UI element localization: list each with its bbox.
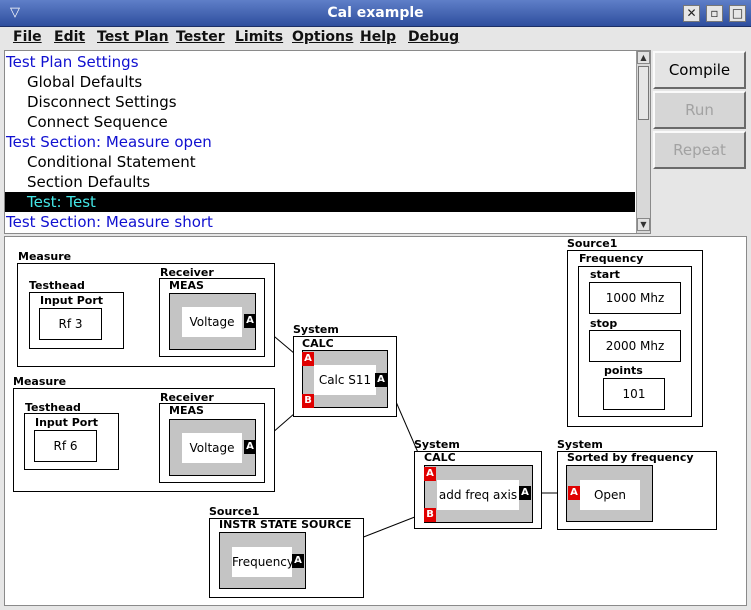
scroll-thumb[interactable] [638, 66, 649, 120]
input-port-value[interactable]: Rf 3 [39, 308, 102, 340]
voltage-label: Voltage [182, 307, 242, 337]
system-title: System [293, 323, 339, 336]
input-port-b[interactable]: B [424, 508, 436, 522]
menu-test-plan[interactable]: Test Plan [97, 29, 169, 45]
menu-options[interactable]: Options [292, 29, 354, 45]
tree-item[interactable]: Disconnect Settings [27, 93, 177, 111]
tree-item[interactable]: Global Defaults [27, 73, 143, 91]
run-button[interactable]: Run [653, 91, 746, 129]
window-title: Cal example [327, 5, 424, 21]
menu-debug[interactable]: Debug [408, 29, 460, 45]
tree-item[interactable]: Test Section: Measure short [6, 213, 213, 231]
frequency-source-label: Frequency [232, 547, 294, 577]
voltage-label: Voltage [182, 433, 242, 463]
menu-file[interactable]: File [13, 29, 42, 45]
close-icon[interactable]: ✕ [683, 5, 700, 22]
start-value[interactable]: 1000 Mhz [589, 282, 681, 314]
tree-item-selected[interactable]: Test: Test [5, 192, 635, 212]
open-label: Open [580, 480, 640, 510]
system-title: System [557, 438, 603, 451]
title-bar[interactable] [0, 0, 751, 27]
calc-label: CALC [302, 337, 334, 350]
source-title: Source1 [567, 237, 618, 250]
output-port[interactable]: A [244, 440, 256, 454]
start-label: start [590, 268, 620, 281]
stop-label: stop [590, 317, 618, 330]
stop-value[interactable]: 2000 Mhz [589, 330, 681, 362]
meas-label: MEAS [169, 279, 204, 292]
tree-item[interactable]: Test Plan Settings [6, 53, 139, 71]
points-label: points [604, 364, 643, 377]
tree-item[interactable]: Connect Sequence [27, 113, 168, 131]
input-port-a[interactable]: A [424, 467, 436, 481]
input-port-a[interactable]: A [302, 352, 314, 366]
tree-item[interactable]: Test Section: Measure open [6, 133, 212, 151]
testhead-label: Testhead [25, 401, 81, 414]
input-port-value[interactable]: Rf 6 [34, 430, 97, 462]
maximize-icon[interactable]: □ [729, 5, 746, 22]
sorted-label: Sorted by frequency [567, 451, 694, 464]
tree-scrollbar[interactable]: ▲ ▼ [636, 51, 650, 233]
source-title: Source1 [209, 505, 260, 518]
measure-title: Measure [13, 375, 67, 388]
input-port-a[interactable]: A [568, 486, 580, 500]
output-port[interactable]: A [519, 486, 531, 500]
menu-edit[interactable]: Edit [54, 29, 86, 45]
system-title: System [414, 438, 460, 451]
receiver-label: Receiver [160, 266, 214, 279]
tree-item[interactable]: Section Defaults [27, 173, 151, 191]
input-port-label: Input Port [35, 416, 99, 429]
menu-limits[interactable]: Limits [235, 29, 284, 45]
menu-tester[interactable]: Tester [176, 29, 225, 45]
frequency-label: Frequency [579, 252, 644, 265]
output-port[interactable]: A [244, 314, 256, 328]
points-value[interactable]: 101 [603, 378, 665, 410]
repeat-button[interactable]: Repeat [653, 131, 746, 169]
tree-item[interactable]: Conditional Statement [27, 153, 196, 171]
testhead-label: Testhead [29, 279, 85, 292]
window-menu-icon[interactable]: ▽ [10, 5, 20, 20]
compile-button[interactable]: Compile [653, 51, 746, 89]
output-port[interactable]: A [375, 373, 387, 387]
input-port-label: Input Port [40, 294, 104, 307]
meas-label: MEAS [169, 404, 204, 417]
scroll-down-icon[interactable]: ▼ [637, 218, 650, 231]
menu-help[interactable]: Help [360, 29, 397, 45]
calc-s11-label: Calc S11 [314, 365, 376, 395]
receiver-label: Receiver [160, 391, 214, 404]
scroll-up-icon[interactable]: ▲ [637, 51, 650, 64]
diagram-canvas[interactable]: Measure Testhead Input Port Rf 3 Receive… [4, 236, 747, 606]
minimize-icon[interactable]: ▫ [706, 5, 723, 22]
measure-title: Measure [18, 250, 72, 263]
calc-label: CALC [424, 451, 456, 464]
instr-state-label: INSTR STATE SOURCE [219, 518, 352, 531]
input-port-b[interactable]: B [302, 394, 314, 408]
menu-bar: File Edit Test Plan Tester Limits Option… [0, 27, 751, 49]
output-port[interactable]: A [292, 554, 304, 568]
test-plan-tree[interactable]: Test Plan Settings Global Defaults Disco… [4, 50, 651, 234]
add-freq-axis-label: add freq axis [437, 480, 519, 510]
